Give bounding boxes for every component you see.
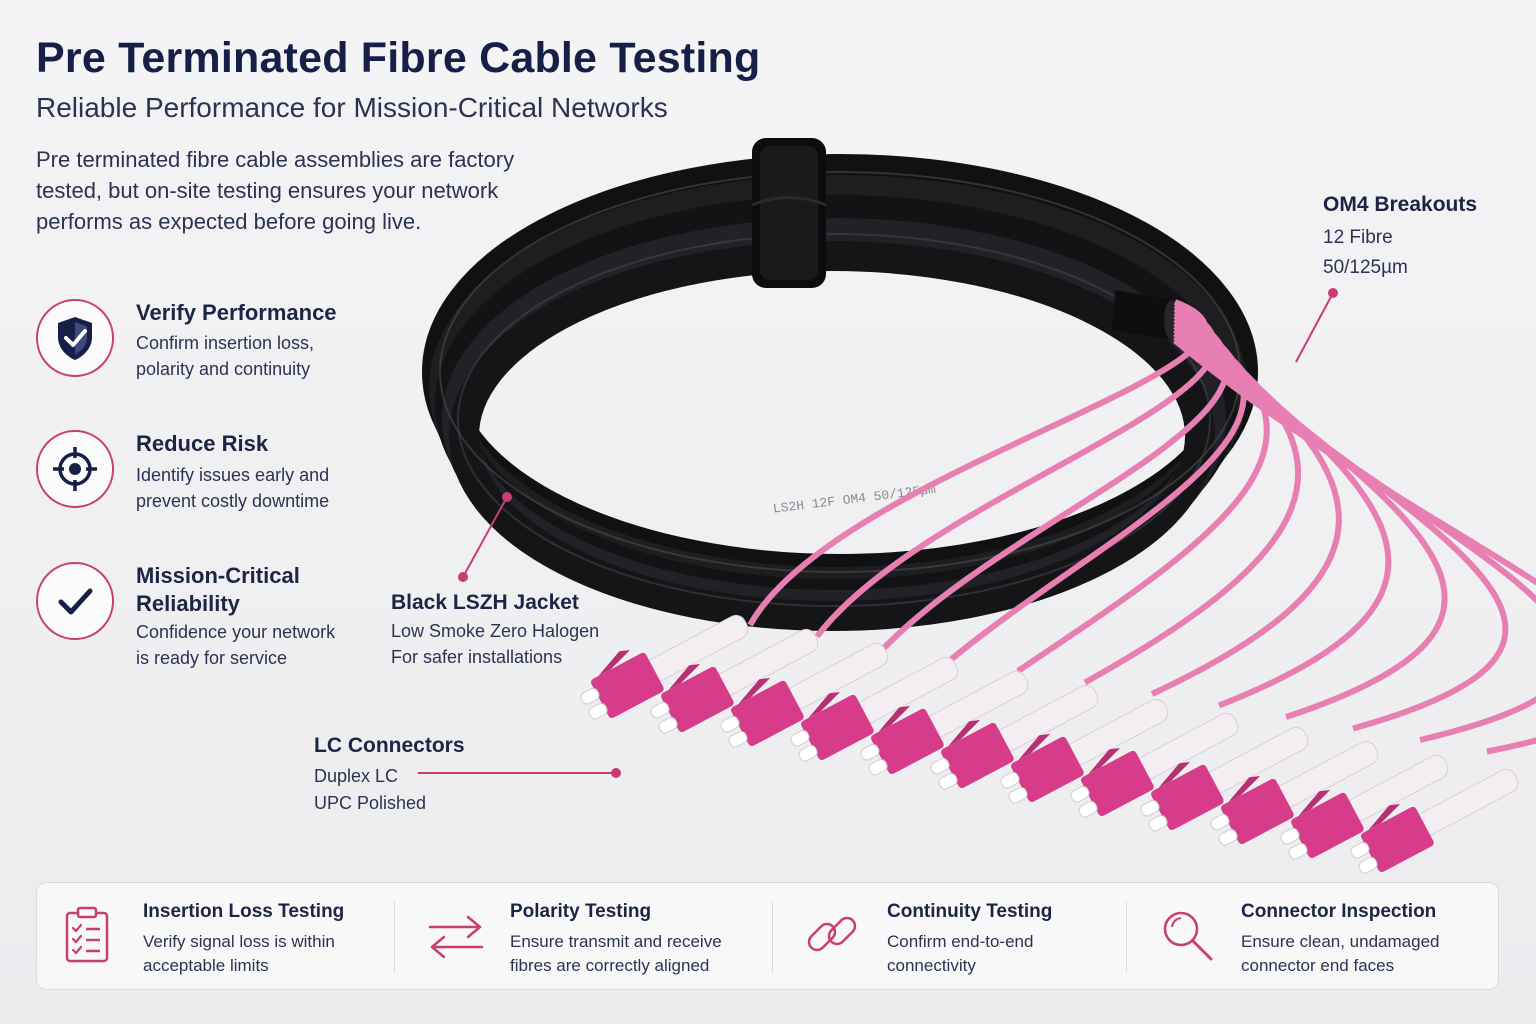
- feature-desc-line: Identify issues early and: [136, 465, 330, 485]
- checkmark-icon: [36, 562, 114, 640]
- intro-paragraph: Pre terminated fibre cable assemblies ar…: [36, 147, 515, 234]
- test-desc: Confirm end-to-end connectivity: [887, 932, 1034, 975]
- lc-connector: [1210, 740, 1379, 846]
- feature-desc-line: prevent costly downtime: [136, 491, 330, 511]
- chain-link-icon: [803, 905, 859, 965]
- test-desc: Verify signal loss is within acceptable …: [143, 932, 335, 975]
- lc-connector: [790, 656, 959, 762]
- feature-desc-line: Confidence your network: [136, 622, 336, 642]
- feature-mission-critical: Mission-Critical Reliability Confidence …: [36, 562, 396, 672]
- feature-title: Mission-Critical Reliability: [136, 562, 366, 618]
- callout-jacket-line: Low Smoke Zero Halogen: [391, 621, 600, 641]
- feature-desc-line: polarity and continuity: [136, 359, 311, 379]
- test-polarity: Polarity Testing Ensure transmit and rec…: [404, 883, 771, 989]
- feature-title: Verify Performance: [136, 300, 337, 325]
- lc-connector: [1280, 754, 1449, 860]
- feature-desc: Confidence your network is ready for ser…: [136, 619, 376, 671]
- feature-title-line: Mission-Critical: [136, 563, 300, 588]
- test-insertion-loss: Insertion Loss Testing Verify signal los…: [37, 883, 393, 989]
- clipboard-checklist-icon: [59, 905, 115, 965]
- cable-coil: [422, 154, 1258, 631]
- fibre-strand: [1173, 338, 1536, 755]
- test-desc: Ensure transmit and receive fibres are c…: [510, 932, 722, 975]
- feature-title-line: Reliability: [136, 591, 240, 616]
- feature-desc: Confirm insertion loss, polarity and con…: [136, 330, 376, 382]
- lc-connector: [860, 670, 1029, 776]
- callout-connectors-line: Duplex LC: [314, 766, 399, 786]
- lc-connector: [930, 684, 1099, 790]
- cable-print-text: LS2H 12F OM4 50/125µm: [772, 482, 937, 517]
- lc-connector: [1350, 768, 1519, 874]
- panel-divider: [1126, 901, 1127, 973]
- breakout-fibres: [747, 299, 1536, 755]
- feature-reduce-risk: Reduce Risk Identify issues early and pr…: [36, 430, 396, 520]
- page-title: Pre Terminated Fibre Cable Testing: [36, 34, 761, 82]
- callout-connectors-title: LC Connectors: [314, 734, 465, 757]
- shield-check-icon: [36, 299, 114, 377]
- test-title: Insertion Loss Testing: [143, 901, 345, 922]
- test-connector-inspection: Connector Inspection Ensure clean, undam…: [1135, 883, 1495, 989]
- lc-connector: [720, 642, 889, 748]
- test-title: Connector Inspection: [1241, 901, 1437, 922]
- velcro-strap: [751, 138, 827, 288]
- testing-methods-panel: Insertion Loss Testing Verify signal los…: [36, 882, 1499, 990]
- lc-connectors: [580, 614, 1519, 874]
- feature-verify-performance: Verify Performance Confirm insertion los…: [36, 299, 396, 389]
- lc-connector: [1000, 698, 1169, 804]
- callout-breakouts-line: 50/125µm: [1323, 257, 1408, 278]
- test-title: Polarity Testing: [510, 901, 652, 922]
- panel-divider: [772, 901, 773, 973]
- feature-desc-line: Confirm insertion loss,: [136, 333, 315, 353]
- lc-connector: [580, 614, 749, 720]
- feature-desc-line: is ready for service: [136, 648, 288, 668]
- crosshair-icon: [36, 430, 114, 508]
- swap-arrows-icon: [426, 905, 484, 965]
- page-subtitle: Reliable Performance for Mission-Critica…: [36, 92, 668, 123]
- callout-leader-jacket: [458, 492, 512, 582]
- test-desc: Ensure clean, undamaged connector end fa…: [1241, 932, 1440, 975]
- feature-desc: Identify issues early and prevent costly…: [136, 462, 376, 514]
- lc-connector: [650, 628, 819, 734]
- callout-connectors-line: UPC Polished: [314, 793, 427, 813]
- callout-leader-connectors: [418, 768, 621, 778]
- magnifier-icon: [1157, 905, 1213, 965]
- callout-jacket-line: For safer installations: [391, 647, 563, 667]
- callout-leader-breakouts: [1295, 288, 1338, 363]
- feature-title: Reduce Risk: [136, 431, 269, 456]
- lc-connector: [1070, 712, 1239, 818]
- test-continuity: Continuity Testing Confirm end-to-end co…: [781, 883, 1126, 989]
- callout-breakouts-line: 12 Fibre: [1323, 227, 1393, 248]
- panel-divider: [394, 901, 395, 973]
- callout-jacket-title: Black LSZH Jacket: [391, 591, 579, 614]
- test-title: Continuity Testing: [887, 901, 1053, 922]
- lc-connector: [1140, 726, 1309, 832]
- callout-breakouts-title: OM4 Breakouts: [1323, 193, 1478, 216]
